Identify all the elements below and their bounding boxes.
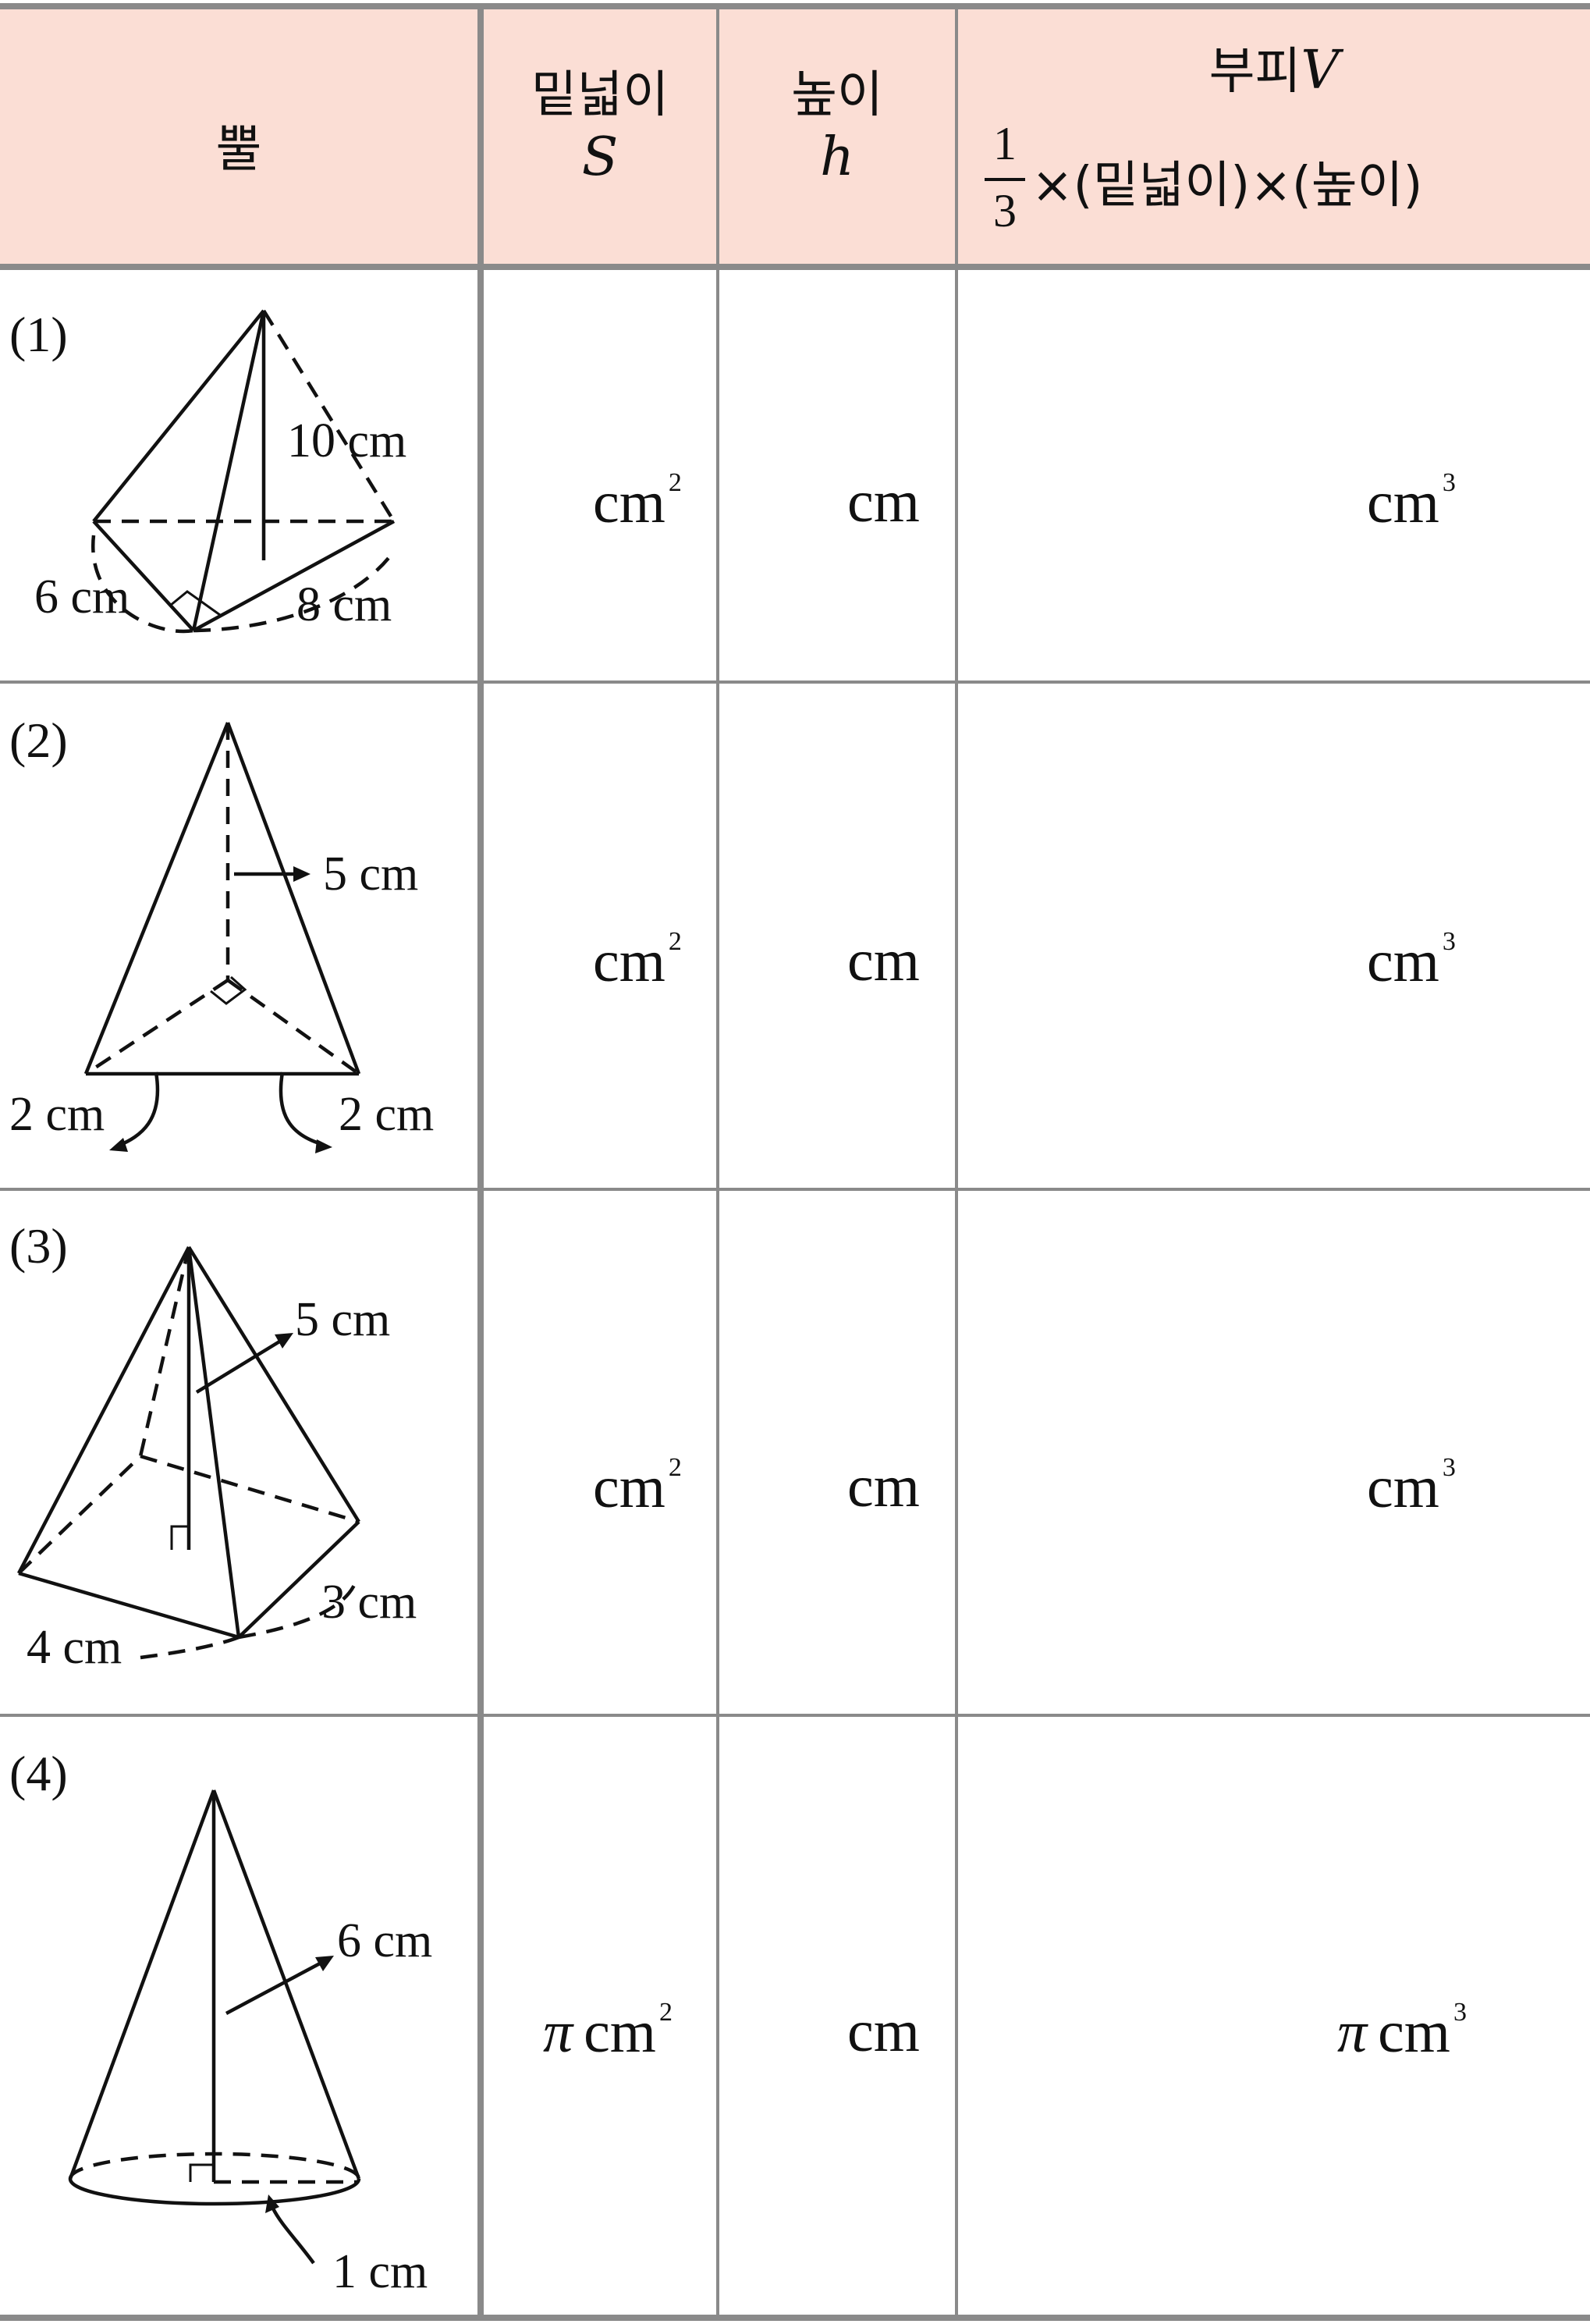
- row-4-dim-slant: 6 cm: [337, 1914, 433, 1967]
- col-divider-base: [716, 6, 719, 2318]
- table-bottom-rule: [0, 2315, 1590, 2321]
- formula-fraction-numerator: 1: [993, 118, 1017, 169]
- header-rule: [0, 264, 1590, 270]
- row-1-dim-slant: 10 cm: [287, 414, 407, 467]
- header-base-area: 밑넓이 S: [484, 55, 716, 188]
- header-volume-symbol: V: [1301, 40, 1340, 101]
- row-3-dim-side-b: 3 cm: [321, 1576, 417, 1629]
- row-divider-3: [0, 1714, 1590, 1717]
- header-band: [0, 6, 1590, 265]
- header-volume-formula: 1 3 ×(밑넓이)×(높이): [981, 117, 1590, 250]
- row-1-label: (1): [9, 307, 68, 362]
- row-1-dim-side-b: 8 cm: [296, 578, 392, 631]
- header-base-area-symbol: S: [581, 126, 619, 188]
- table-top-rule: [0, 3, 1590, 9]
- row-divider-2: [0, 1188, 1590, 1191]
- row-2-label: (2): [9, 712, 68, 768]
- header-height-symbol: h: [820, 126, 854, 188]
- col-divider-height: [955, 6, 958, 2318]
- row-2-height-unit: cm: [847, 928, 920, 993]
- row-1-dim-side-a: 6 cm: [34, 570, 130, 624]
- header-height-label: 높이: [791, 66, 883, 124]
- formula-fraction-denominator: 3: [993, 185, 1017, 236]
- row-1-triangular-pyramid-figure: [91, 309, 396, 634]
- row-3-rectangular-pyramid-figure: [17, 1246, 360, 1660]
- row-2-dim-height: 5 cm: [323, 848, 419, 901]
- row-4-label: (4): [9, 1746, 68, 1801]
- row-4-cone-figure: [68, 1789, 361, 2265]
- row-3-height-unit: cm: [847, 1454, 920, 1519]
- row-divider-1: [0, 680, 1590, 684]
- row-1-height-unit: cm: [847, 469, 920, 535]
- header-volume: 부피V: [958, 31, 1590, 103]
- row-2-dim-right: 2 cm: [339, 1088, 435, 1141]
- header-volume-label: 부피: [1208, 43, 1301, 101]
- row-3-dim-side-a: 4 cm: [27, 1621, 122, 1674]
- row-3-dim-slant: 5 cm: [295, 1293, 391, 1346]
- row-4-dim-radius: 1 cm: [332, 2245, 428, 2298]
- header-height: 높이 h: [719, 55, 955, 188]
- formula-fraction-bar: [985, 178, 1025, 181]
- row-2-dim-left: 2 cm: [9, 1088, 105, 1141]
- formula-text: ×(밑넓이)×(높이): [1031, 157, 1423, 215]
- header-base-area-label: 밑넓이: [531, 66, 669, 124]
- row-2-triangular-pyramid-figure: [83, 722, 361, 1153]
- row-3-label: (3): [9, 1218, 68, 1274]
- col-divider-solid: [477, 6, 484, 2318]
- row-4-height-unit: cm: [847, 1999, 920, 2064]
- header-solid: 뿔: [215, 121, 262, 179]
